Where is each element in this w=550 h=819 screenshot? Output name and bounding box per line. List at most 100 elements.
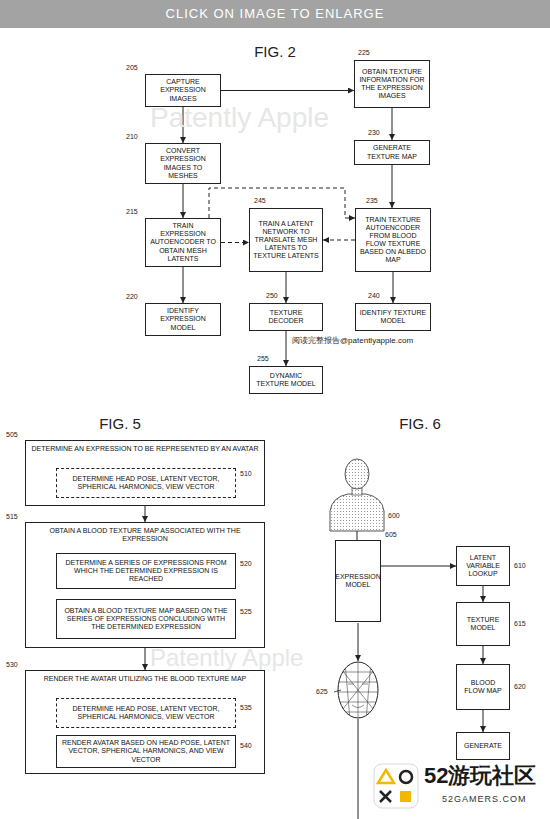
process-box: DETERMINE A SERIES OF EXPRESSIONS FROM W… bbox=[56, 553, 236, 589]
box-text: EXPRESSION MODEL bbox=[335, 573, 381, 589]
flow-arrow bbox=[145, 648, 146, 670]
process-box: IDENTIFY TEXTURE MODEL bbox=[355, 303, 431, 331]
figure-title: FIG. 6 bbox=[330, 416, 510, 433]
box-text: TRAIN A LATENT NETWORK TO TRANSLATE MESH… bbox=[253, 220, 319, 260]
process-box: BLOOD FLOW MAP bbox=[456, 664, 510, 710]
box-text: OBTAIN TEXTURE INFORMATION FOR THE EXPRE… bbox=[358, 68, 426, 100]
process-box: GENERATE bbox=[456, 732, 510, 760]
flow-arrow bbox=[381, 566, 456, 567]
box-text: DYNAMIC TEXTURE MODEL bbox=[253, 372, 319, 388]
callout-number: 615 bbox=[514, 620, 526, 628]
callout-number: 505 bbox=[6, 431, 18, 439]
callout-number: 510 bbox=[240, 470, 252, 478]
header-text: CLICK ON IMAGE TO ENLARGE bbox=[0, 7, 550, 21]
process-box: DYNAMIC TEXTURE MODEL bbox=[249, 366, 323, 394]
box-text: IDENTIFY TEXTURE MODEL bbox=[359, 309, 427, 325]
flow-arrow bbox=[323, 240, 355, 241]
callout-number: 230 bbox=[368, 129, 380, 137]
flow-line bbox=[358, 719, 359, 819]
process-box: EXPRESSION MODEL bbox=[335, 540, 381, 622]
process-box: TEXTURE DECODER bbox=[249, 303, 323, 331]
callout-number: 530 bbox=[6, 661, 18, 669]
callout-number: 225 bbox=[358, 49, 370, 57]
person-figure bbox=[330, 459, 384, 531]
callout-number: 600 bbox=[388, 512, 400, 520]
logo-icon bbox=[374, 764, 418, 808]
flow-arrow bbox=[392, 108, 393, 140]
step-heading: OBTAIN A BLOOD TEXTURE MAP ASSOCIATED WI… bbox=[29, 527, 261, 543]
process-box: OBTAIN A BLOOD TEXTURE MAP BASED ON THE … bbox=[56, 599, 236, 639]
callout-number: 515 bbox=[6, 513, 18, 521]
box-text: TRAIN EXPRESSION AUTOENCODER TO OBTAIN M… bbox=[149, 222, 217, 262]
logo-text: 52GAMERS.COM bbox=[442, 795, 527, 805]
flow-arrow bbox=[221, 90, 354, 91]
optional-step-box: DETERMINE HEAD POSE, LATENT VECTOR, SPHE… bbox=[56, 468, 236, 498]
callout-number: 220 bbox=[126, 293, 138, 301]
flow-arrow bbox=[393, 272, 394, 303]
flow-arrow bbox=[221, 242, 249, 243]
callout-number: 535 bbox=[240, 704, 252, 712]
box-text: TEXTURE MODEL bbox=[460, 616, 506, 632]
process-box: CAPTURE EXPRESSION IMAGES bbox=[145, 74, 221, 107]
box-text: TRAIN TEXTURE AUTOENCODER FROM BLOOD FLO… bbox=[359, 216, 427, 264]
step-heading: RENDER THE AVATAR UTILIZING THE BLOOD TE… bbox=[44, 675, 247, 683]
box-text: CAPTURE EXPRESSION IMAGES bbox=[149, 78, 217, 102]
flow-arrow bbox=[183, 184, 184, 218]
flow-arrow bbox=[145, 506, 146, 522]
process-box: IDENTIFY EXPRESSION MODEL bbox=[145, 303, 221, 336]
box-text: DETERMINE HEAD POSE, LATENT VECTOR, SPHE… bbox=[60, 475, 232, 491]
process-box: OBTAIN TEXTURE INFORMATION FOR THE EXPRE… bbox=[354, 60, 430, 108]
callout-number: 210 bbox=[126, 133, 138, 141]
flow-arrow bbox=[183, 267, 184, 303]
figure-title: FIG. 5 bbox=[0, 416, 240, 433]
box-text: IDENTIFY EXPRESSION MODEL bbox=[149, 307, 217, 331]
process-box: TEXTURE MODEL bbox=[456, 602, 510, 646]
process-box: CONVERT EXPRESSION IMAGES TO MESHES bbox=[145, 143, 221, 184]
flow-arrow bbox=[286, 331, 287, 366]
box-text: DETERMINE A SERIES OF EXPRESSIONS FROM W… bbox=[60, 559, 232, 583]
flow-arrow bbox=[483, 586, 484, 602]
header-bar bbox=[0, 0, 550, 28]
box-text: BLOOD FLOW MAP bbox=[460, 679, 506, 695]
box-text: DETERMINE HEAD POSE, LATENT VECTOR, SPHE… bbox=[60, 705, 232, 721]
logo-text: 52游玩社区 bbox=[424, 764, 536, 788]
callout-number: 620 bbox=[514, 683, 526, 691]
box-text: OBTAIN A BLOOD TEXTURE MAP BASED ON THE … bbox=[60, 607, 232, 631]
flow-arrow bbox=[392, 165, 393, 208]
callout-number: 605 bbox=[385, 531, 397, 539]
step-box: OBTAIN A BLOOD TEXTURE MAP ASSOCIATED WI… bbox=[25, 522, 265, 648]
callout-number: 215 bbox=[126, 208, 138, 216]
callout-number: 540 bbox=[240, 742, 252, 750]
callout-number: 520 bbox=[240, 560, 252, 568]
process-box: LATENT VARIABLE LOOKUP bbox=[456, 546, 510, 586]
flow-line bbox=[358, 623, 359, 661]
box-text: GENERATE bbox=[464, 742, 502, 750]
callout-number: 255 bbox=[257, 355, 269, 363]
watermark: Patently Apple bbox=[150, 645, 303, 671]
process-box: GENERATE TEXTURE MAP bbox=[354, 140, 430, 165]
callout-number: 205 bbox=[126, 64, 138, 72]
box-text: GENERATE TEXTURE MAP bbox=[358, 144, 426, 160]
callout-number: 525 bbox=[240, 608, 252, 616]
box-text: TEXTURE DECODER bbox=[253, 309, 319, 325]
process-box: RENDER AVATAR BASED ON HEAD POSE, LATENT… bbox=[56, 735, 236, 768]
flow-line bbox=[357, 531, 358, 540]
callout-number: 610 bbox=[514, 562, 526, 570]
process-box: TRAIN EXPRESSION AUTOENCODER TO OBTAIN M… bbox=[145, 218, 221, 267]
flow-arrow bbox=[483, 646, 484, 664]
watermark: Patently Apple bbox=[150, 103, 329, 134]
leader-line bbox=[334, 690, 341, 692]
box-text: RENDER AVATAR BASED ON HEAD POSE, LATENT… bbox=[60, 739, 232, 763]
watermark-text: 阅读完整报告@patentlyapple.com bbox=[292, 337, 413, 346]
step-box: RENDER THE AVATAR UTILIZING THE BLOOD TE… bbox=[25, 670, 265, 774]
face-mesh bbox=[338, 662, 378, 720]
callout-number: 235 bbox=[366, 197, 378, 205]
step-box: DETERMINE AN EXPRESSION TO BE REPRESENTE… bbox=[25, 440, 265, 506]
box-text: CONVERT EXPRESSION IMAGES TO MESHES bbox=[149, 147, 217, 179]
callout-number: 240 bbox=[368, 292, 380, 300]
process-box: TRAIN TEXTURE AUTOENCODER FROM BLOOD FLO… bbox=[355, 208, 431, 272]
flow-arrow bbox=[483, 710, 484, 732]
process-box: TRAIN A LATENT NETWORK TO TRANSLATE MESH… bbox=[249, 208, 323, 272]
callout-number: 245 bbox=[254, 197, 266, 205]
figure-title: FIG. 2 bbox=[0, 44, 550, 61]
